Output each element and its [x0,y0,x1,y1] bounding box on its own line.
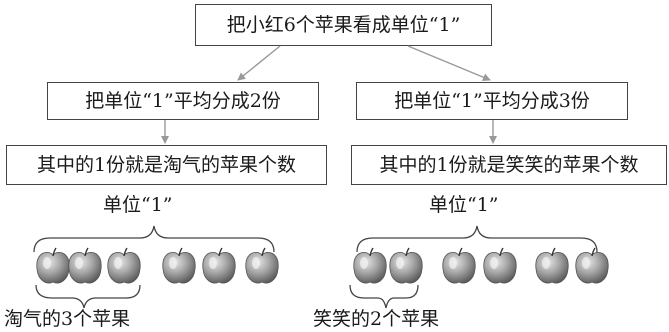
right-step2-text: 其中的1份就是笑笑的苹果个数 [379,153,639,176]
right-step1-box: 把单位“1”平均分成3份 [356,82,628,120]
caption-right: 笑笑的2个苹果 [313,308,440,330]
apple-icon [575,247,609,284]
apple-icon [107,247,141,284]
apple-icon [36,247,70,284]
apple-icon [535,247,569,284]
left-step2-box: 其中的1份就是淘气的苹果个数 [6,145,327,185]
top-box-text: 把小红6个苹果看成单位“1” [226,13,461,36]
unit-label-right: 单位“1” [429,194,499,216]
apple-icon [245,247,279,284]
brace-left-top [33,225,275,253]
brace-right-top [356,225,598,253]
right-step1-text: 把单位“1”平均分成3份 [394,89,590,112]
brace-left-bottom [35,284,141,309]
right-step2-box: 其中的1份就是笑笑的苹果个数 [351,145,667,185]
apple-icon [389,247,423,284]
apples-right-group [353,247,609,284]
apples-left-group [36,247,279,284]
apple-icon [353,247,387,284]
apple-icon [483,247,517,284]
apple-icon [162,247,196,284]
apple-icon [442,247,476,284]
left-step1-box: 把单位“1”平均分成2份 [47,82,319,120]
apple-icon [68,247,102,284]
left-step2-text: 其中的1份就是淘气的苹果个数 [36,153,297,176]
arrow-top-to-left [237,45,281,81]
apple-icon [202,247,236,284]
left-step1-text: 把单位“1”平均分成2份 [85,89,281,112]
brace-right-bottom [349,284,419,309]
unit-label-left: 单位“1” [103,194,173,216]
top-box: 把小红6个苹果看成单位“1” [195,4,492,46]
arrow-top-to-right [407,45,491,82]
caption-left: 淘气的3个苹果 [4,308,131,330]
